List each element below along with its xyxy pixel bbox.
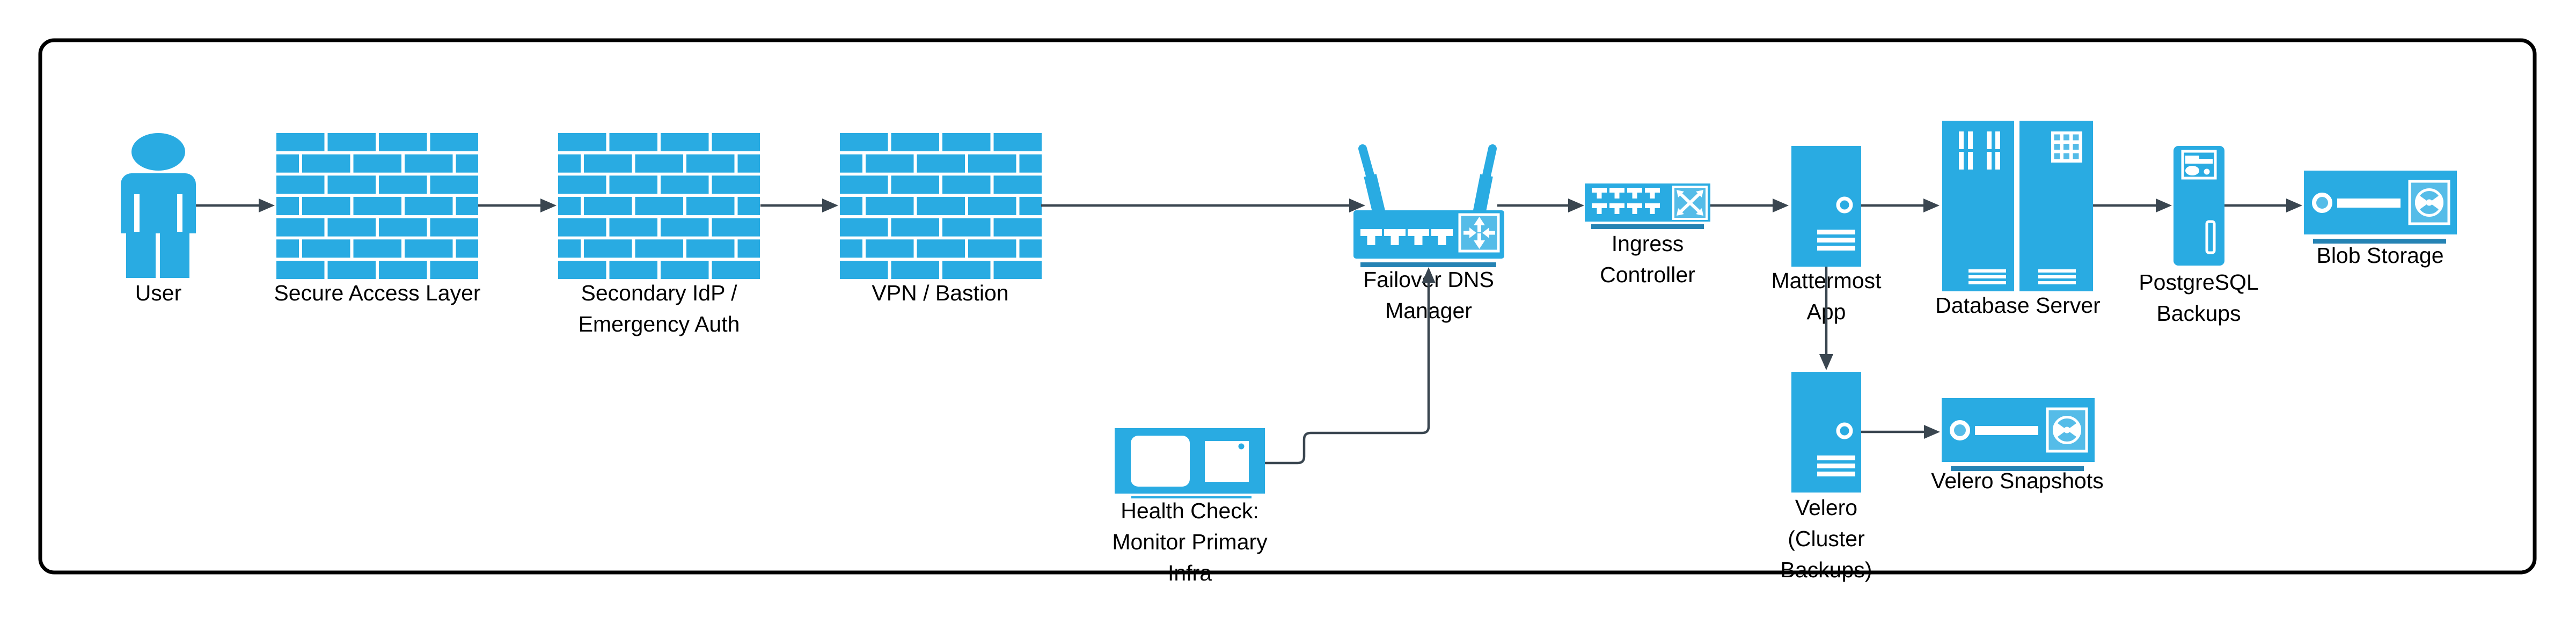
diagram-frame (38, 38, 2537, 575)
velero-label-line3: Backups) (1781, 557, 1872, 582)
node-database-server (1942, 121, 2093, 291)
velero-label-line1: Velero (1795, 495, 1857, 520)
firewall-icon (840, 133, 1042, 279)
node-mattermost-app (1791, 146, 1861, 267)
node-velero (1791, 372, 1861, 493)
node-ingress-controller (1585, 183, 1710, 229)
velero-label-line2: (Cluster (1788, 526, 1865, 551)
postgresql-label-line2: Backups (2156, 301, 2241, 326)
node-failover-dns-manager (1353, 144, 1504, 267)
edge-velero-to-snapshots (1861, 425, 1940, 439)
health-check-label-line2: Monitor Primary (1112, 530, 1268, 554)
ingress-label-line1: Ingress (1612, 231, 1684, 256)
secondary-idp-label-line1: Secondary IdP / (581, 281, 738, 305)
node-vpn-bastion (840, 133, 1042, 279)
node-labels: User Secure Access Layer Secondary IdP /… (135, 231, 2444, 585)
network-switch-icon (1585, 183, 1710, 229)
node-health-check (1115, 428, 1265, 498)
node-secure-access-layer (276, 133, 478, 279)
person-icon (121, 133, 196, 278)
node-postgresql-backups (2174, 146, 2224, 266)
firewall-icon (276, 133, 478, 279)
edge-secure-access-to-secondary-idp (478, 199, 557, 212)
edge-postgresql-to-blob (2224, 199, 2302, 212)
tower-pc-icon (2174, 146, 2224, 266)
postgresql-label-line1: PostgreSQL (2139, 270, 2258, 295)
ingress-label-line2: Controller (1600, 262, 1695, 287)
wireless-router-icon (1353, 144, 1504, 267)
server-rack-icon (1942, 121, 2093, 291)
health-check-label-line3: Infra (1168, 561, 1212, 585)
edge-mattermost-to-velero (1819, 267, 1833, 370)
edge-ingress-to-mattermost (1710, 199, 1789, 212)
node-blob-storage (2304, 171, 2457, 244)
edge-user-to-secure-access (196, 199, 275, 212)
node-secondary-idp (558, 133, 760, 279)
server-icon (1791, 146, 1861, 267)
edge-secondary-idp-to-vpn-bastion (760, 199, 838, 212)
server-icon (1791, 372, 1861, 493)
user-label: User (135, 281, 182, 305)
monitor-icon (1115, 428, 1265, 498)
blob-storage-label: Blob Storage (2316, 243, 2443, 268)
database-server-label: Database Server (1935, 293, 2101, 318)
node-user (121, 133, 196, 278)
secure-access-label: Secure Access Layer (274, 281, 480, 305)
edge-vpn-bastion-to-failover-dns (1041, 199, 1365, 212)
storage-appliance-icon (2304, 171, 2457, 244)
edge-failover-dns-to-ingress (1497, 199, 1584, 212)
edges (196, 199, 2302, 465)
velero-snapshots-label: Velero Snapshots (1931, 468, 2103, 493)
health-check-label-line1: Health Check: (1121, 498, 1259, 523)
edge-mattermost-to-database (1861, 199, 1940, 212)
edge-database-to-postgresql (2093, 199, 2172, 212)
edge-health-check-to-failover-dns (1265, 267, 1436, 465)
secondary-idp-label-line2: Emergency Auth (579, 312, 740, 336)
vpn-bastion-label: VPN / Bastion (872, 281, 1008, 305)
node-velero-snapshots (1942, 398, 2095, 471)
storage-appliance-icon (1942, 398, 2095, 471)
firewall-icon (558, 133, 760, 279)
